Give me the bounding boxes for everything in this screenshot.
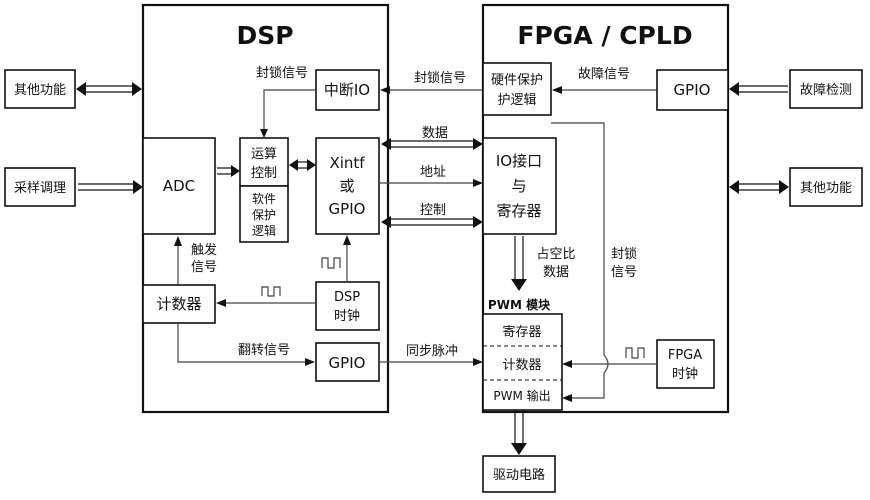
dsp-lock-signal-label: 封锁信号 — [256, 65, 308, 81]
pwm-counter-label: 计数器 — [502, 358, 541, 373]
bus-control-arrow — [381, 216, 483, 228]
fpga-gpio-label: GPIO — [674, 81, 711, 99]
soft-protect-line3: 逻辑 — [252, 224, 276, 238]
other-functions-left-label: 其他功能 — [14, 83, 66, 98]
sync-pulse-label: 同步脉冲 — [406, 344, 458, 359]
clock-to-xintf-arrowhead — [343, 235, 351, 245]
clock-to-counter-arrowhead — [216, 299, 226, 307]
pwm-module-box — [482, 313, 563, 411]
pwm-module-title: PWM 模块 — [488, 297, 551, 312]
interrupt-io-box — [315, 69, 380, 111]
calc-control-line1: 运算 — [251, 147, 277, 162]
sampling-box — [4, 167, 76, 207]
other-functions-left-box — [4, 69, 76, 109]
fpga-clock-pulse-icon — [625, 347, 645, 359]
right-lock-to-pwm-line — [570, 373, 605, 399]
double-arrow-other-left — [76, 82, 142, 96]
hw-protect-line2: 护逻辑 — [497, 93, 536, 108]
right-lock-line — [551, 122, 605, 355]
dsp-gpio-label: GPIO — [329, 354, 366, 372]
soft-protect-line1: 软件 — [252, 192, 276, 206]
calc-control-line2: 控制 — [251, 166, 277, 181]
fpga-gpio-box — [656, 69, 729, 111]
adc-label: ADC — [163, 177, 195, 195]
fault-detect-label: 故障检测 — [800, 83, 852, 98]
sampling-label: 采样调理 — [14, 181, 66, 196]
other-functions-right-label: 其他功能 — [800, 181, 852, 196]
pwm-to-drive-arrow — [511, 410, 527, 455]
fpga-clock-arrowhead — [562, 360, 572, 368]
fpga-clock-line2: 时钟 — [672, 366, 698, 382]
toggle-arrowhead — [305, 358, 315, 366]
io-interface-box — [482, 137, 557, 235]
bus-data-arrow — [381, 138, 483, 150]
adc-box — [142, 137, 216, 235]
duty-label-2: 数据 — [543, 265, 569, 280]
toggle-line — [177, 323, 306, 363]
fault-detect-box — [789, 69, 863, 109]
duty-data-arrow — [511, 236, 527, 291]
fpga-clock-line1: FPGA — [668, 348, 702, 363]
dsp-clock-line2: 时钟 — [334, 308, 360, 324]
right-lock-label-1: 封锁 — [611, 246, 637, 262]
double-arrow-sampling — [78, 180, 143, 194]
pwm-output-label: PWM 输出 — [493, 388, 550, 403]
counter-box — [142, 284, 216, 324]
counter-label: 计数器 — [156, 295, 201, 313]
fpga-title: FPGA / CPLD — [517, 21, 692, 50]
hw-protect-line1: 硬件保护 — [491, 73, 543, 88]
pwm-register-label: 寄存器 — [502, 324, 541, 340]
trigger-arrowhead — [174, 236, 182, 246]
xintf-box — [315, 137, 380, 235]
soft-protect-line2: 保护 — [252, 208, 276, 222]
other-functions-right-box — [789, 167, 863, 207]
trigger-label-2: 信号 — [191, 260, 217, 275]
bus-lock-signal-label: 封锁信号 — [414, 70, 466, 86]
lock-to-calc-line — [263, 89, 316, 130]
io-interface-line2: 与 — [511, 177, 526, 195]
duty-label-1: 占空比 — [536, 247, 575, 262]
drive-circuit-box — [482, 455, 556, 493]
io-interface-line1: IO接口 — [496, 152, 542, 170]
dsp-clock-line1: DSP — [334, 290, 360, 305]
right-lock-label-2: 信号 — [611, 265, 637, 280]
dsp-title: DSP — [236, 21, 293, 50]
fault-signal-arrowhead — [552, 86, 562, 94]
calc-xintf-arrows — [289, 159, 316, 171]
trigger-label-1: 触发 — [191, 242, 217, 258]
sync-pulse-arrowhead — [473, 358, 483, 366]
calc-control-box — [239, 137, 289, 187]
io-interface-line3: 寄存器 — [496, 202, 541, 220]
lock-to-calc-arrowhead — [260, 129, 268, 138]
dsp-gpio-box — [315, 342, 380, 382]
bus-address-label: 地址 — [420, 165, 446, 180]
double-arrow-other-right — [729, 180, 789, 194]
bus-data-label: 数据 — [422, 126, 448, 141]
interrupt-io-label: 中断IO — [324, 81, 370, 99]
xintf-line1: Xintf — [329, 154, 365, 172]
xintf-line3: GPIO — [329, 200, 366, 218]
bus-address-arrowhead — [473, 179, 483, 187]
right-lock-arrowhead — [562, 394, 572, 402]
soft-protect-box — [239, 185, 289, 243]
bus-lock-arrowhead — [380, 86, 390, 94]
adc-calc-arrows — [217, 165, 240, 177]
dsp-clock-pulse-icon-1 — [261, 286, 281, 297]
toggle-signal-label: 翻转信号 — [238, 343, 290, 358]
fpga-clock-box — [656, 339, 715, 389]
double-arrow-fault-detect — [729, 82, 788, 96]
dsp-clock-pulse-icon-2 — [321, 257, 341, 269]
hw-protect-box — [482, 62, 552, 116]
xintf-line2: 或 — [339, 177, 354, 195]
drive-circuit-label: 驱动电路 — [493, 467, 545, 483]
bus-control-label: 控制 — [420, 203, 446, 218]
fault-signal-label: 故障信号 — [578, 67, 630, 82]
